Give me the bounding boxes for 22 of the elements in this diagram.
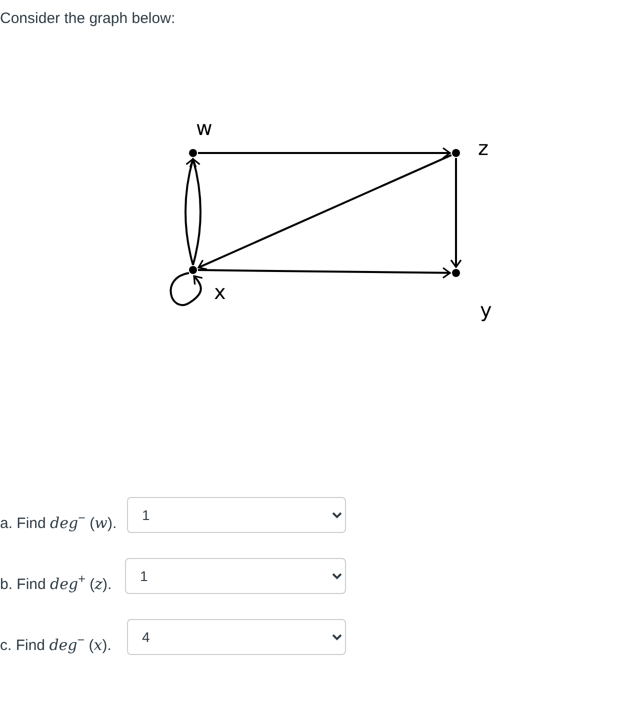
vertex-label: z <box>478 138 488 158</box>
arrow <box>198 267 451 279</box>
arrow <box>184 158 197 266</box>
arrow <box>189 158 202 266</box>
arrow <box>198 147 451 159</box>
vertex-label: x <box>214 282 226 302</box>
question-text: c. Find deg$^{−}$ (x). <box>0 632 112 656</box>
question-text: b. Find deg$^{+}$ (z). <box>0 571 112 595</box>
prompt-text: Consider the graph below: <box>0 10 176 27</box>
vertex-label: w <box>196 118 212 138</box>
question-text: a. Find deg$^{−}$ (w). <box>0 510 117 534</box>
vertex-dot <box>452 269 460 277</box>
vertex-dot <box>452 149 460 157</box>
vertex-dot <box>189 149 197 157</box>
arrow <box>198 154 452 270</box>
self-loop-arrow <box>170 272 204 306</box>
answer-dropdown: 1 <box>125 558 346 594</box>
answer-dropdown: 4 <box>127 619 346 655</box>
answer-dropdown: 1 <box>127 497 346 533</box>
arrow <box>450 158 462 268</box>
vertex-label: y <box>480 300 492 320</box>
vertex-dot <box>189 266 197 274</box>
